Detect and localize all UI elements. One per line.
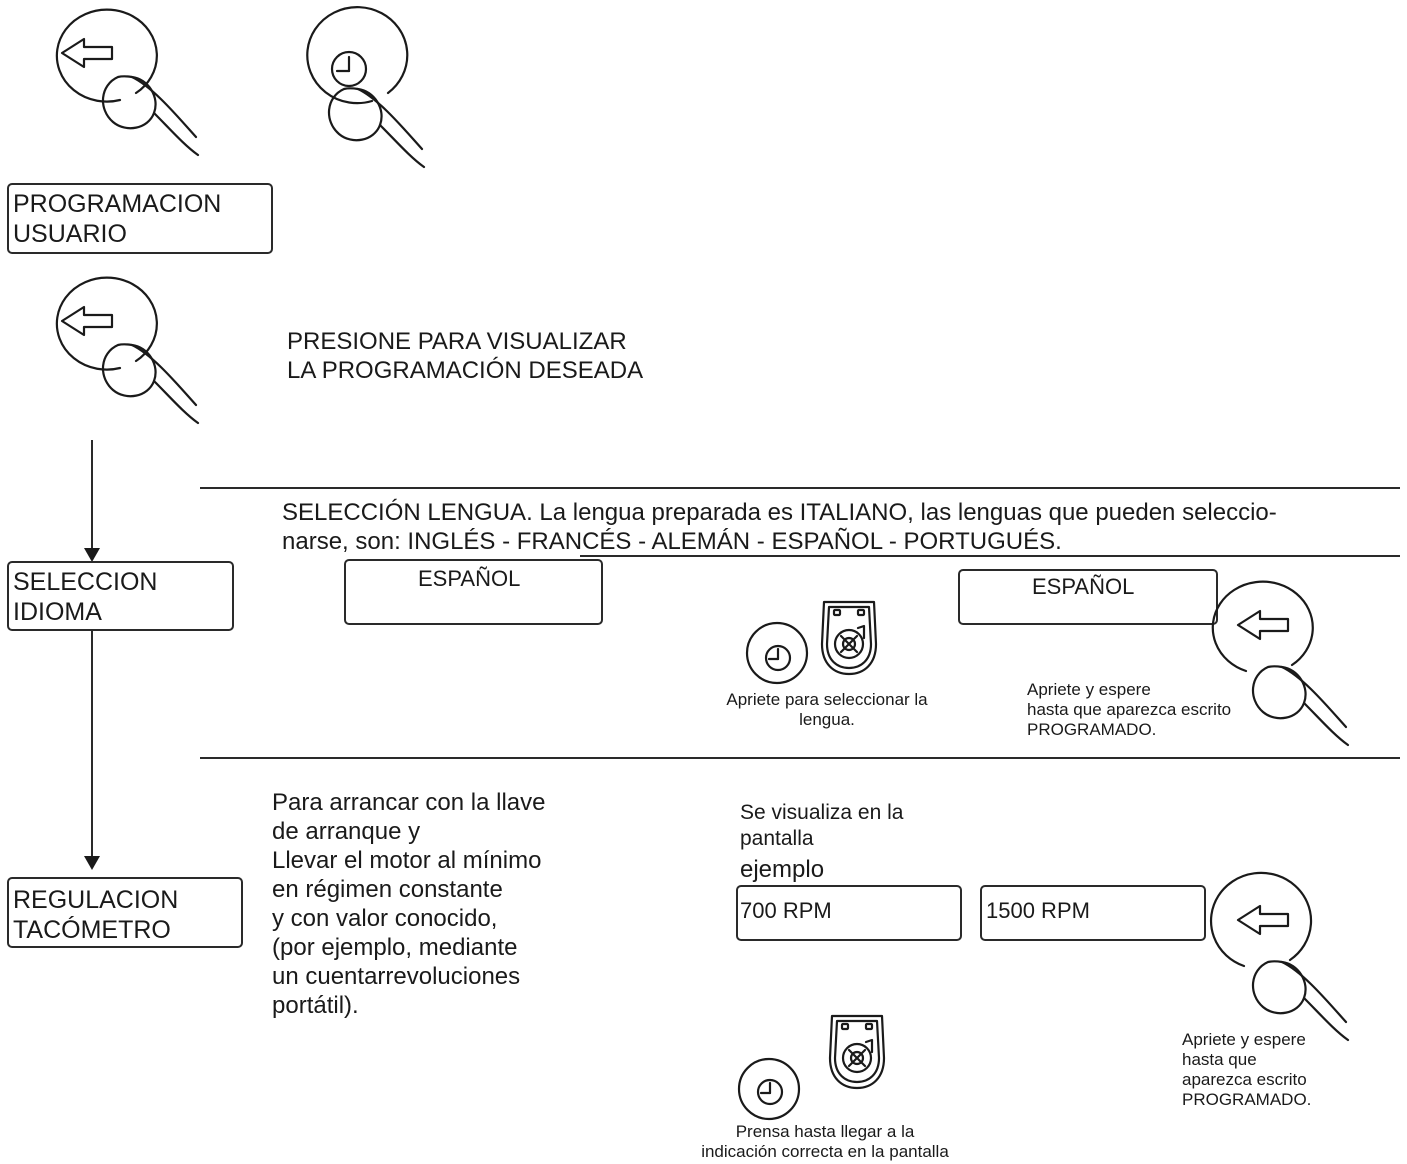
tacho-instructions: Para arrancar con la llave de arranque y… — [272, 789, 546, 1019]
display-shows-text: Se visualiza en la pantalla — [740, 801, 904, 850]
engine-key-button-language[interactable] — [818, 598, 880, 678]
clock-button-icon — [306, 6, 426, 169]
screen-regulacion-tacometro: REGULACION TACÓMETRO — [7, 877, 243, 948]
arrow-head-1 — [84, 548, 100, 562]
enter-button-top[interactable] — [40, 5, 200, 175]
language-value: ESPAÑOL — [418, 566, 521, 591]
rpm-value: 1500 RPM — [986, 898, 1090, 923]
screen-line-1: PROGRAMACION — [13, 190, 222, 218]
clock-button-top[interactable] — [292, 5, 442, 175]
rpm-display-2: 1500 RPM — [980, 885, 1206, 941]
enter-button-icon — [55, 276, 200, 425]
screen-line-1: REGULACION — [13, 886, 179, 914]
language-value: ESPAÑOL — [1032, 574, 1135, 599]
clock-button-language[interactable] — [744, 620, 810, 686]
enter-button-icon — [55, 8, 200, 157]
arrow-head-2 — [84, 856, 100, 870]
engine-key-button-tacho[interactable] — [826, 1012, 888, 1092]
example-label: ejemplo — [740, 856, 825, 883]
engine-key-icon — [828, 1014, 886, 1090]
enter-button-language-confirm[interactable] — [1211, 575, 1366, 747]
separator-1 — [200, 487, 1400, 489]
screen-line-2: TACÓMETRO — [13, 916, 171, 944]
press-to-view-text: PRESIONE PARA VISUALIZAR LA PROGRAMACIÓN… — [287, 328, 644, 384]
separator-3 — [200, 757, 1400, 759]
rpm-value: 700 RPM — [740, 898, 832, 923]
rpm-display-1: 700 RPM — [736, 885, 962, 941]
screen-line-2: USUARIO — [13, 220, 127, 248]
language-intro-line-1: SELECCIÓN LENGUA. La lengua preparada es… — [282, 499, 1277, 526]
wait-programmed-caption-2: Apriete y espere hasta que aparezca escr… — [1182, 1030, 1312, 1109]
select-language-caption: Apriete para seleccionar la lengua. — [726, 690, 928, 729]
wait-programmed-caption-1: Apriete y espere hasta que aparezca escr… — [1027, 680, 1232, 739]
press-until-caption: Prensa hasta llegar a la indicación corr… — [701, 1122, 949, 1161]
flow-arrow-line-2 — [91, 630, 93, 858]
clock-button-tacho[interactable] — [736, 1056, 802, 1122]
enter-button-tacho-confirm[interactable] — [1209, 868, 1364, 1042]
enter-button-icon — [1211, 580, 1350, 747]
separator-2 — [580, 555, 1400, 557]
screen-programacion-usuario: PROGRAMACION USUARIO — [7, 183, 273, 254]
language-display-2: ESPAÑOL — [958, 569, 1218, 625]
engine-key-icon — [820, 600, 878, 676]
language-display-1: ESPAÑOL — [344, 559, 603, 625]
clock-button-icon — [737, 1057, 801, 1121]
language-intro-line-2: narse, son: INGLÉS - FRANCÉS - ALEMÁN - … — [282, 528, 1062, 555]
screen-line-2: IDIOMA — [13, 598, 102, 626]
flow-arrow-line-1 — [91, 440, 93, 555]
screen-seleccion-idioma: SELECCION IDIOMA — [7, 561, 234, 631]
screen-line-1: SELECCION — [13, 568, 158, 596]
clock-button-icon — [745, 621, 809, 685]
enter-button-select[interactable] — [40, 273, 200, 443]
enter-button-icon — [1209, 871, 1350, 1042]
